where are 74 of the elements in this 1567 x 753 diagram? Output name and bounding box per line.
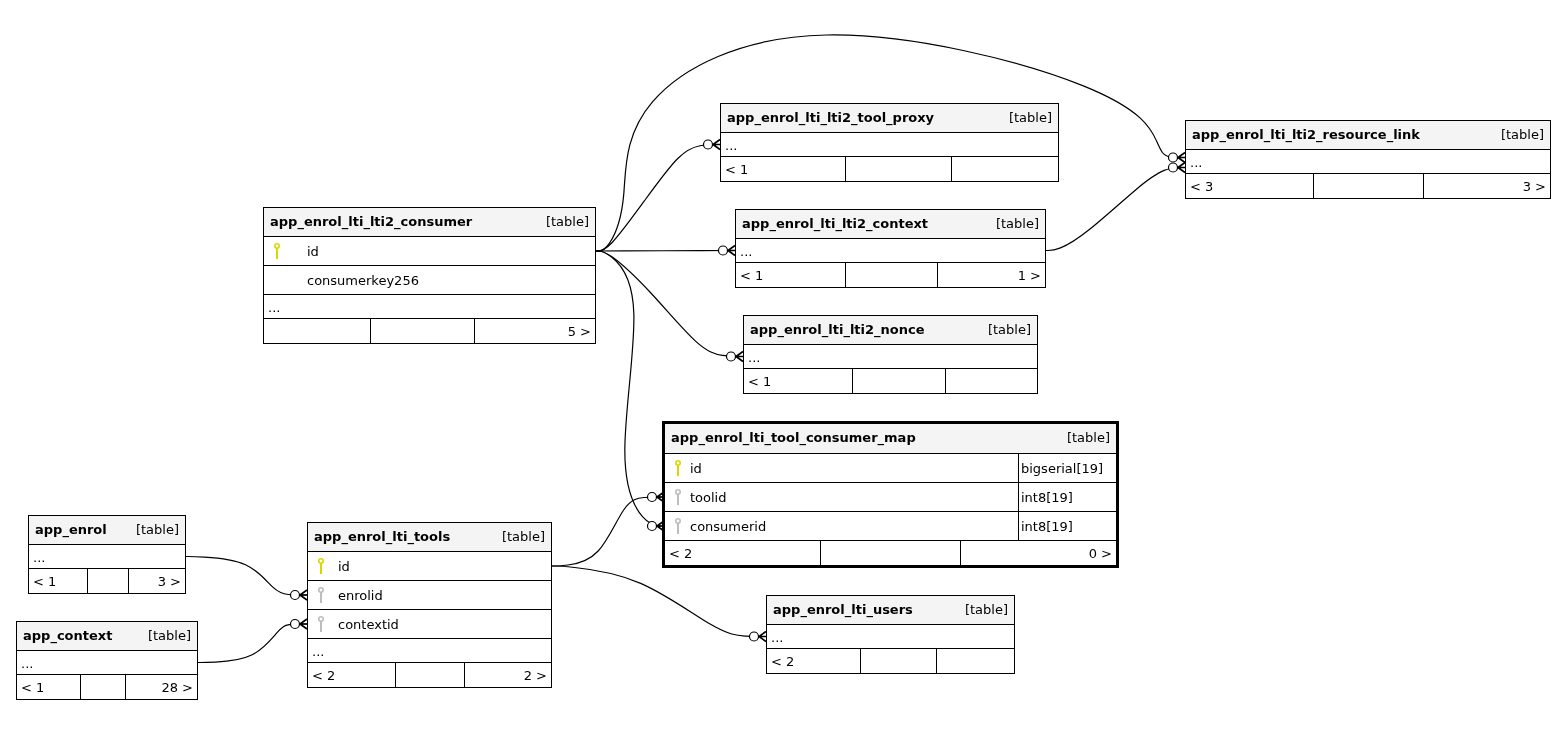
field-name: id (307, 243, 319, 259)
field-name: id (690, 460, 702, 476)
field-name: consumerkey256 (307, 272, 419, 288)
more-columns: ... (312, 643, 325, 658)
field-type: int8[19] (1021, 518, 1073, 534)
row-count: 0 > (1088, 545, 1112, 561)
more-columns: ... (771, 629, 784, 644)
field-name: consumerid (690, 518, 767, 534)
row-count: < 2 (669, 545, 693, 561)
row-count: < 2 (771, 653, 795, 669)
table-type: [table] (995, 215, 1039, 231)
more-columns: ... (21, 655, 34, 670)
table-box (1185, 120, 1551, 199)
row-count: < 1 (748, 373, 772, 389)
table-name: app_enrol (35, 521, 107, 537)
table-name: app_enrol_lti_tools (314, 528, 451, 544)
table-name: app_enrol_lti_lti2_nonce (750, 321, 925, 337)
table-box (263, 207, 596, 344)
row-count: < 3 (1190, 178, 1214, 194)
table-type: [table] (147, 627, 191, 643)
table-row (665, 512, 1116, 541)
table-name: app_enrol_lti_lti2_resource_link (1192, 126, 1420, 142)
more-columns: ... (740, 243, 753, 258)
table-row (665, 454, 1116, 483)
field-name: contextid (338, 616, 399, 632)
row-count: 1 > (1017, 267, 1041, 283)
relationship-line (551, 565, 767, 643)
table-type: [table] (501, 528, 545, 544)
table-name: app_context (23, 627, 113, 643)
relationship-line (595, 250, 665, 532)
table-box (743, 315, 1038, 394)
relationship-line (197, 618, 308, 664)
table-box (735, 209, 1046, 288)
more-columns: ... (268, 299, 281, 314)
field-type: bigserial[19] (1021, 460, 1104, 476)
more-columns: ... (725, 137, 738, 152)
table-box (307, 522, 552, 688)
table-row (665, 483, 1116, 512)
relationship-line (185, 555, 308, 601)
row-count: < 1 (740, 267, 764, 283)
more-columns: ... (33, 549, 46, 564)
row-count: 5 > (567, 323, 591, 339)
table-type: [table] (545, 213, 589, 229)
row-count: < 1 (21, 679, 45, 695)
field-name: enrolid (338, 587, 383, 603)
table-type: [table] (1500, 126, 1544, 142)
table-type: [table] (987, 321, 1031, 337)
field-type: int8[19] (1021, 489, 1073, 505)
table-box (766, 595, 1015, 674)
table-type: [table] (135, 521, 179, 537)
table-box (720, 103, 1059, 182)
row-count: < 2 (312, 667, 336, 683)
table-name: app_enrol_lti_lti2_consumer (270, 213, 473, 229)
table-name: app_enrol_lti_users (773, 601, 913, 617)
table-box (28, 515, 186, 594)
more-columns: ... (748, 349, 761, 364)
table-name: app_enrol_lti_lti2_tool_proxy (727, 109, 935, 125)
table-box (16, 621, 198, 700)
table-type: [table] (1008, 109, 1052, 125)
row-count: 3 > (1522, 178, 1546, 194)
table-box (662, 421, 1119, 568)
relationship-line (1045, 161, 1186, 252)
row-count: 28 > (161, 679, 193, 695)
table-name: app_enrol_lti_tool_consumer_map (671, 430, 916, 445)
field-name: id (338, 558, 350, 574)
table-type: [table] (1066, 430, 1110, 445)
row-count: < 1 (725, 161, 749, 177)
table-type: [table] (964, 601, 1008, 617)
more-columns: ... (1190, 154, 1203, 169)
row-count: 3 > (157, 573, 181, 589)
row-count: 2 > (523, 667, 547, 683)
field-name: toolid (690, 489, 727, 505)
row-count: < 1 (33, 573, 57, 589)
table-name: app_enrol_lti_lti2_context (742, 215, 929, 231)
